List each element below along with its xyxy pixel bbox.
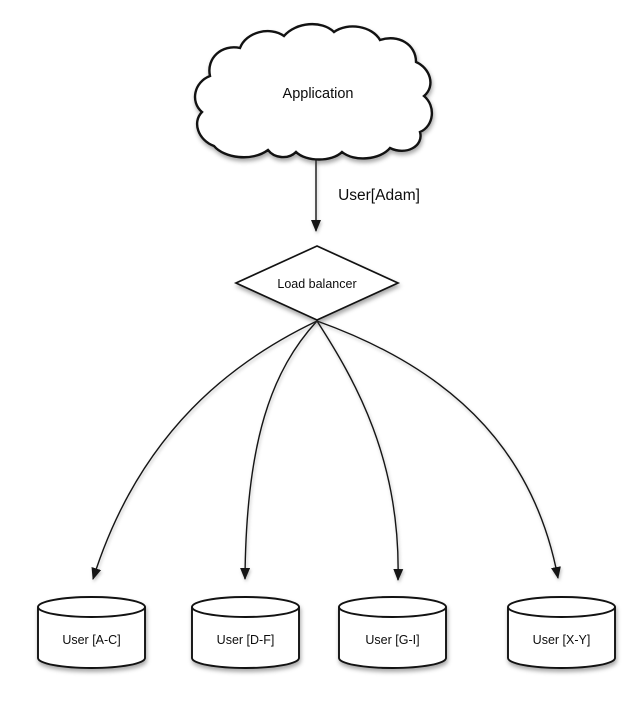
database-cylinder-icon bbox=[507, 607, 616, 669]
application-label: Application bbox=[283, 86, 354, 102]
application-node: Application bbox=[193, 23, 433, 161]
shard-label: User [X-Y] bbox=[533, 633, 591, 647]
shard-node-3: User [G-I] bbox=[338, 596, 447, 669]
shard-label: User [A-C] bbox=[62, 633, 120, 647]
cloud-icon bbox=[193, 23, 433, 161]
connector-group bbox=[91, 159, 561, 581]
load-balancer-label: Load balancer bbox=[277, 277, 356, 291]
shard-label: User [G-I] bbox=[365, 633, 419, 647]
request-arrow-label: User[Adam] bbox=[338, 187, 420, 204]
shard-label: User [D-F] bbox=[217, 633, 275, 647]
database-cylinder-top bbox=[338, 596, 447, 618]
database-cylinder-top bbox=[37, 596, 146, 618]
shard-node-4: User [X-Y] bbox=[507, 596, 616, 669]
shard-node-1: User [A-C] bbox=[37, 596, 146, 669]
database-cylinder-top bbox=[507, 596, 616, 618]
database-cylinder-icon bbox=[37, 607, 146, 669]
database-cylinder-top bbox=[191, 596, 300, 618]
arrow-loadbalancer-to-shard-4 bbox=[316, 320, 561, 579]
database-cylinder-icon bbox=[191, 607, 300, 669]
load-balancer-node: Load balancer bbox=[233, 245, 401, 321]
arrow-loadbalancer-to-shard-3 bbox=[316, 320, 404, 581]
diamond-icon bbox=[233, 245, 401, 321]
shard-node-2: User [D-F] bbox=[191, 596, 300, 669]
arrow-loadbalancer-to-shard-2 bbox=[240, 320, 318, 580]
database-cylinder-icon bbox=[338, 607, 447, 669]
arrow-loadbalancer-to-shard-1 bbox=[91, 320, 318, 580]
